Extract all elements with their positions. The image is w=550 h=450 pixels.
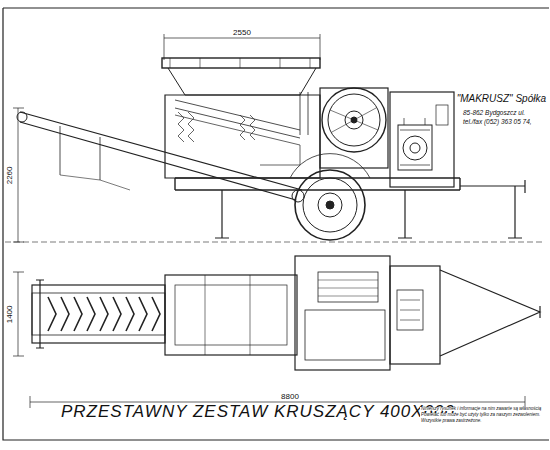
belt-chevron bbox=[126, 297, 134, 331]
dimension-label: 1400 bbox=[6, 304, 15, 324]
plan-conveyor bbox=[32, 280, 165, 348]
plan-crusher bbox=[295, 256, 390, 370]
copyright-note: Niniejszy rysunek i informacje na nim za… bbox=[420, 407, 542, 412]
copyright-note: Powielać lub może być użyty tylko za nas… bbox=[420, 413, 541, 418]
company-address: 85-862 Bydgoszcz ul. bbox=[462, 109, 526, 116]
company-name: "MAKRUSZ" Spółka bbox=[456, 93, 547, 104]
plan-screen bbox=[165, 275, 297, 355]
jaw-crusher bbox=[320, 88, 388, 168]
drawing-title: PRZESTAWNY ZESTAW KRUSZĄCY 400X600 bbox=[60, 403, 456, 422]
belt-conveyor bbox=[17, 112, 304, 202]
copyright-note: Wszystkie prawa zastrzeżone. bbox=[420, 419, 483, 424]
chassis-frame bbox=[175, 178, 525, 238]
plan-engine bbox=[390, 266, 440, 364]
company-phone: tel./fax (052) 363 05 74, bbox=[462, 118, 533, 125]
belt-chevron bbox=[100, 297, 108, 331]
diesel-engine bbox=[390, 92, 454, 187]
belt-chevron bbox=[152, 297, 160, 331]
dimension-label: 2550 bbox=[232, 29, 252, 38]
belt-chevron bbox=[87, 297, 95, 331]
belt-chevron bbox=[74, 297, 82, 331]
belt-chevron bbox=[139, 297, 147, 331]
dimension-label: 8800 bbox=[280, 393, 300, 402]
belt-chevron bbox=[113, 297, 121, 331]
ground-line bbox=[5, 242, 545, 243]
dimension-line bbox=[13, 272, 24, 356]
belt-chevron bbox=[61, 297, 69, 331]
belt-chevron bbox=[48, 297, 56, 331]
dimension-line bbox=[164, 34, 320, 60]
wheel bbox=[290, 154, 370, 240]
dimension-line bbox=[13, 108, 24, 242]
drawbar bbox=[440, 270, 540, 356]
dimension-label: 2260 bbox=[6, 165, 15, 185]
sheet-frame bbox=[3, 8, 549, 440]
screen-unit bbox=[165, 92, 320, 178]
hopper bbox=[162, 58, 320, 95]
